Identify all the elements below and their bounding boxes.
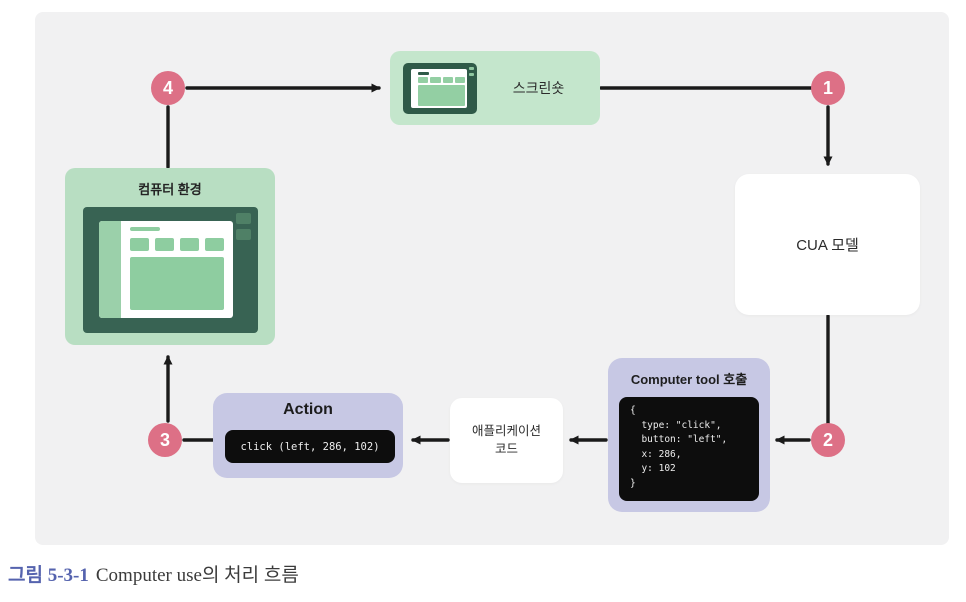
cua-model-node: CUA 모델 — [735, 174, 920, 315]
computer-monitor-icon — [83, 207, 258, 333]
action-title: Action — [283, 401, 333, 418]
computer-environment-title: 컴퓨터 환경 — [138, 182, 202, 197]
figure-caption-text: Computer use의 처리 흐름 — [95, 565, 299, 586]
computer-tool-call-title: Computer tool 호출 — [630, 372, 748, 387]
figure-caption-label: 그림 5-3-1 — [8, 565, 89, 586]
monitor-frame-button-icon — [236, 229, 251, 240]
monitor-window — [99, 221, 233, 318]
monitor-window-titlebar — [130, 227, 160, 231]
application-code-node: 애플리케이션 코드 — [450, 398, 563, 483]
monitor-frame-button-icon — [469, 72, 474, 76]
screenshot-node: 스크린숏 — [390, 51, 600, 125]
monitor-window-main — [121, 221, 233, 318]
monitor-frame-button-icon — [469, 66, 474, 70]
step-circle-2: 2 — [811, 423, 845, 457]
mini-tabs — [418, 76, 465, 83]
mini-window — [411, 68, 467, 108]
monitor-window-content — [130, 257, 224, 310]
screenshot-label: 스크린숏 — [512, 80, 565, 96]
monitor-frame-button-icon — [236, 213, 251, 224]
figure-caption: 그림 5-3-1 Computer use의 처리 흐름 — [8, 560, 299, 587]
computer-tool-call-node: Computer tool 호출 { type: "click", button… — [608, 358, 770, 512]
cua-model-label: CUA 모델 — [796, 237, 859, 254]
computer-tool-code-text: { type: "click", button: "left", x: 286,… — [630, 405, 728, 489]
computer-tool-code-block: { type: "click", button: "left", x: 286,… — [619, 397, 759, 501]
monitor-window-sidebar — [99, 221, 121, 318]
computer-environment-node: 컴퓨터 환경 — [65, 168, 275, 345]
application-code-label-line2: 코드 — [494, 441, 518, 456]
screenshot-monitor-icon — [403, 62, 477, 114]
step-circle-4: 4 — [151, 71, 185, 105]
step-circle-1: 1 — [811, 71, 845, 105]
mini-content-area — [418, 84, 465, 106]
action-code-pill: click (left, 286, 102) — [225, 430, 395, 463]
step-circle-3: 3 — [148, 423, 182, 457]
action-node: Action click (left, 286, 102) — [213, 393, 403, 478]
mini-titlebar — [418, 71, 429, 75]
action-code-text: click (left, 286, 102) — [240, 440, 380, 453]
monitor-window-tabs — [130, 238, 224, 251]
application-code-label-line1: 애플리케이션 — [471, 424, 541, 438]
